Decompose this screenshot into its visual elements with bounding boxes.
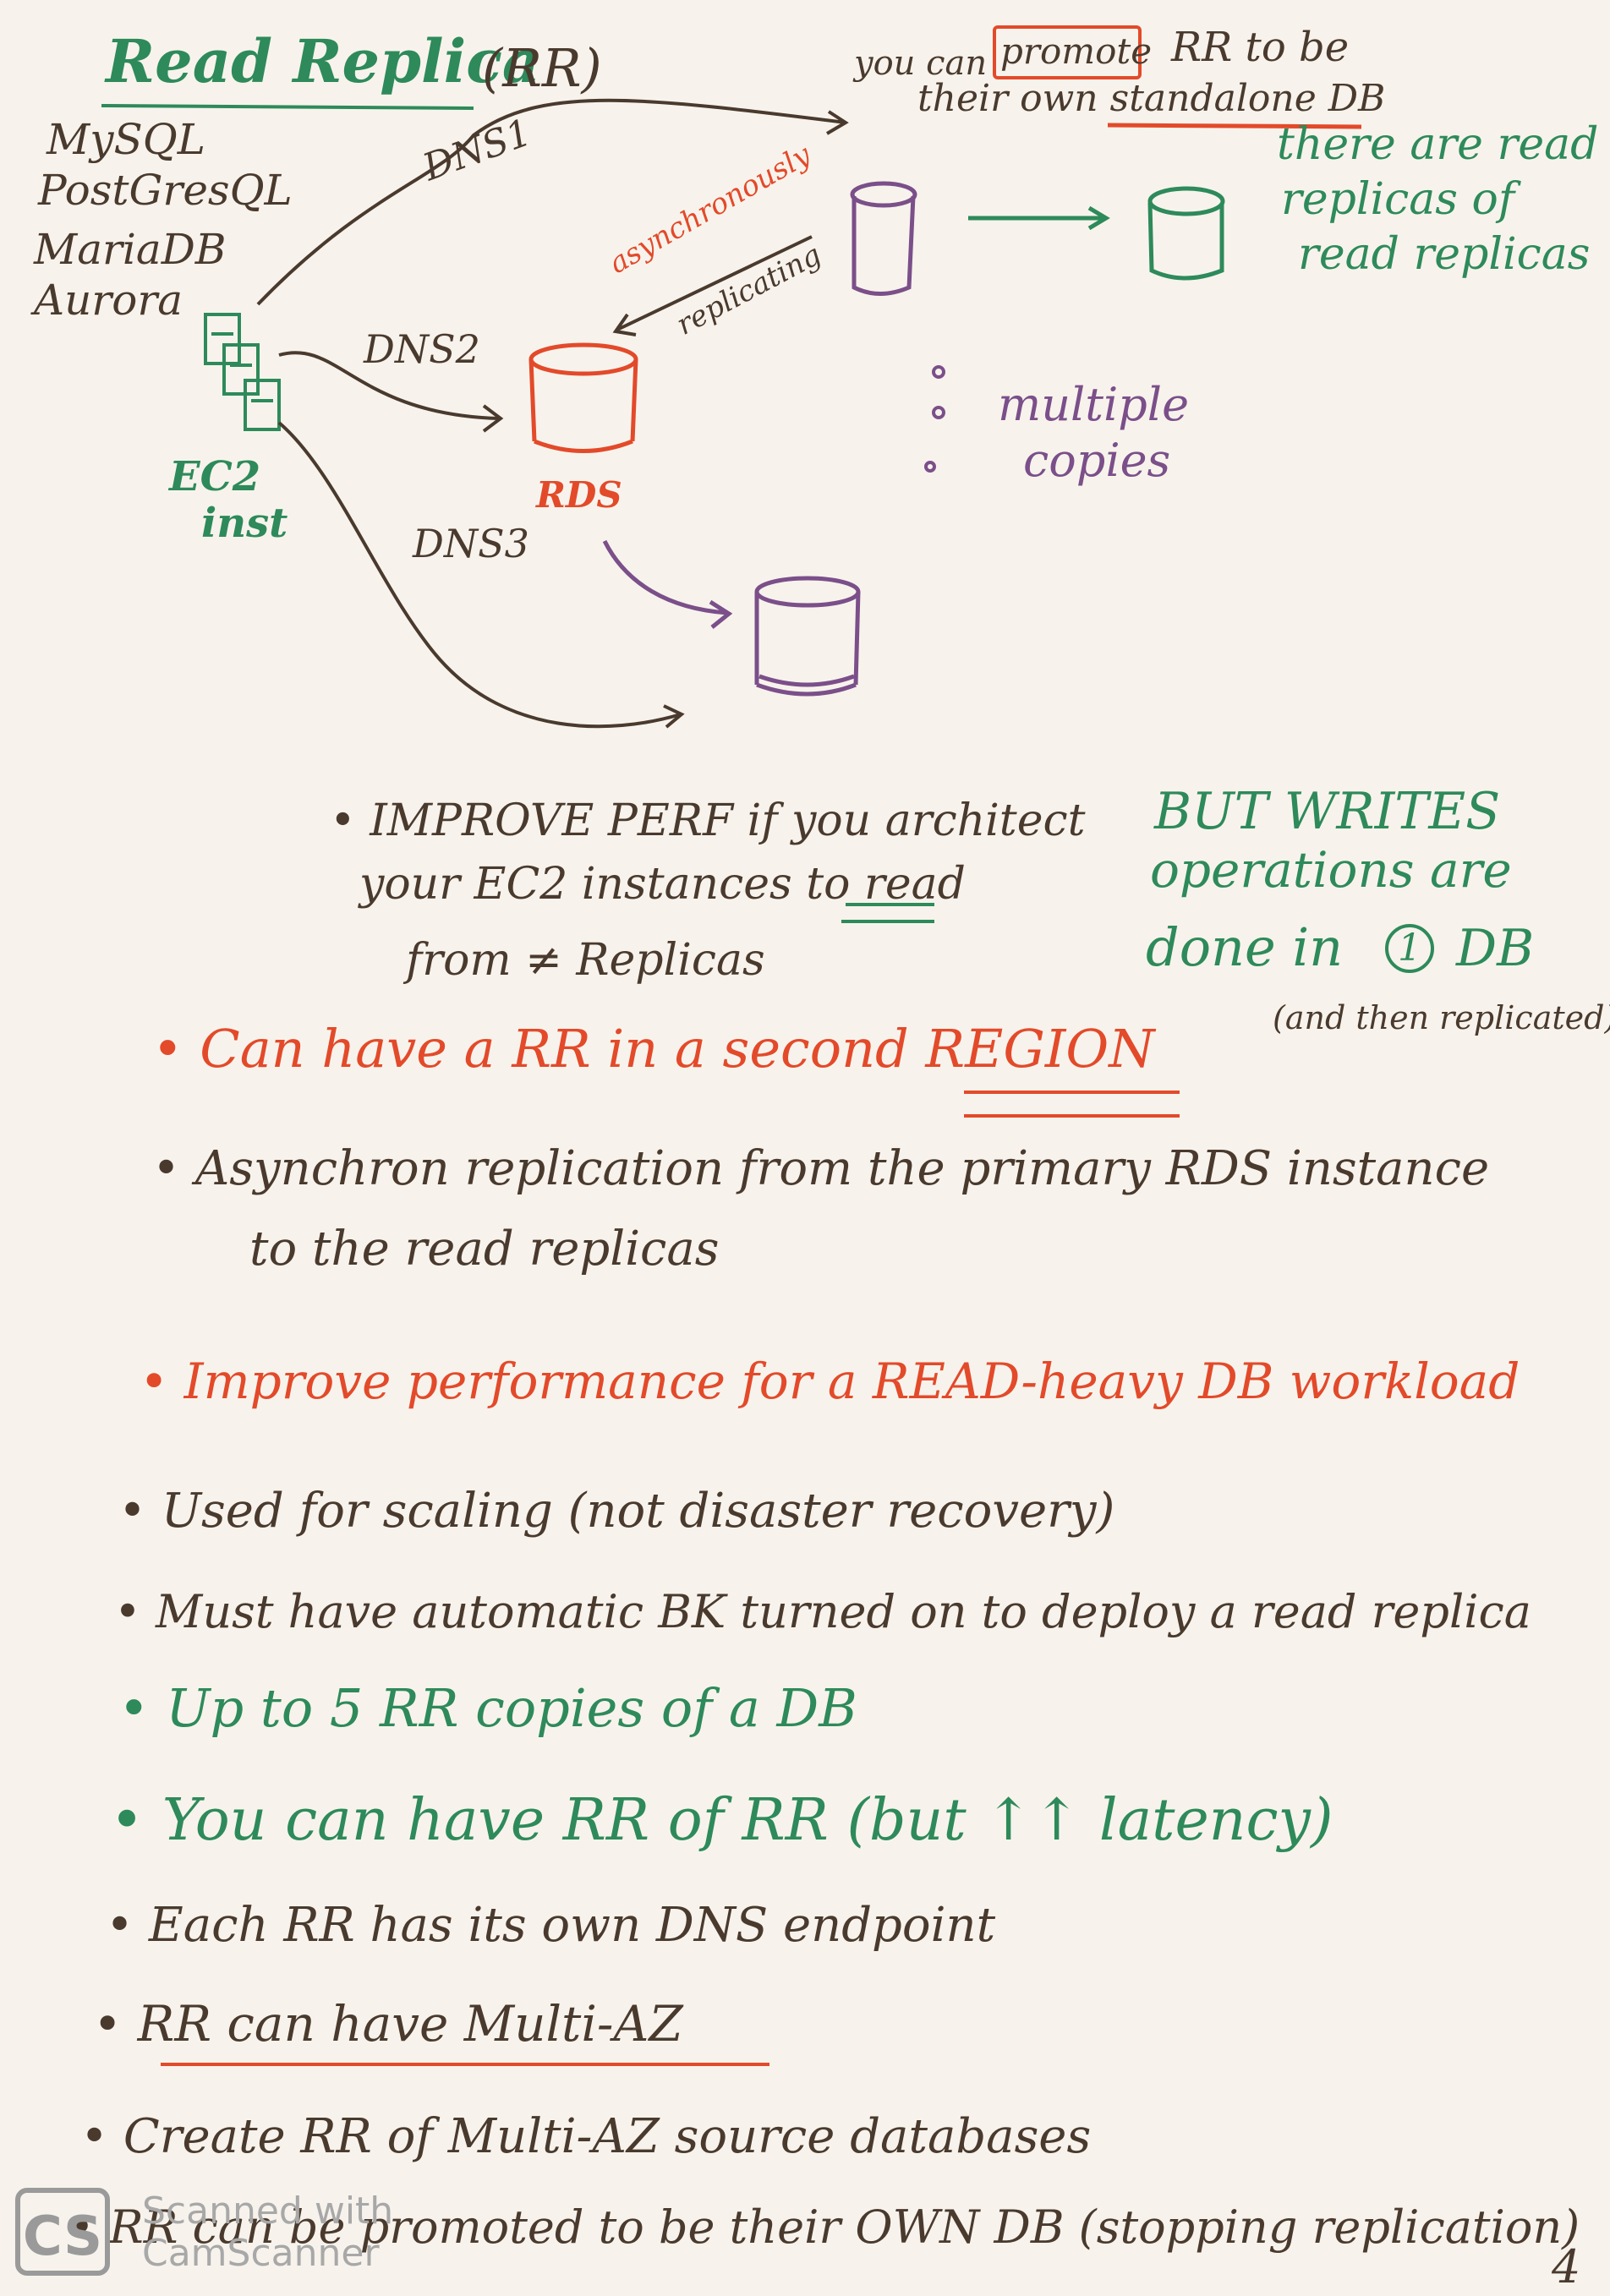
replica-cylinder-bottom bbox=[754, 576, 861, 697]
bullet-text: Must have automatic BK turned on to depl… bbox=[156, 1585, 1531, 1638]
bullet-item-cont: to the read replicas bbox=[249, 1222, 720, 1276]
bullet-item: • Each RR has its own DNS endpoint bbox=[106, 1898, 996, 1953]
bullet-text: You can have RR of RR (but ↑↑ latency) bbox=[162, 1787, 1333, 1854]
writes-note-db: DB bbox=[1456, 919, 1535, 978]
bullet-item: • Must have automatic BK turned on to de… bbox=[114, 1585, 1531, 1638]
rds-primary-cylinder bbox=[528, 342, 638, 453]
bullet-text: RR can have Multi-AZ bbox=[137, 1995, 683, 2053]
bullet-item: • Create RR of Multi-AZ source databases bbox=[80, 2109, 1092, 2164]
bullet-item: • Used for scaling (not disaster recover… bbox=[118, 1484, 1115, 1539]
bullet-text: Up to 5 RR copies of a DB bbox=[166, 1677, 857, 1739]
camscanner-watermark: CS Scanned with CamScanner bbox=[15, 2188, 404, 2281]
dns-label: DNS3 bbox=[413, 521, 529, 566]
page-title: Read Replica bbox=[106, 26, 541, 96]
promote-note: you can bbox=[854, 44, 988, 83]
bullet-item: • Up to 5 RR copies of a DB bbox=[118, 1677, 857, 1739]
bullet-text: Improve performance for a READ-heavy DB … bbox=[183, 1353, 1520, 1410]
bullet-text: RR can be promoted to be their OWN DB (s… bbox=[109, 2200, 1580, 2254]
promote-word: promote bbox=[1000, 30, 1153, 72]
replica-arrow bbox=[602, 539, 733, 629]
dns-label: DNS2 bbox=[364, 326, 480, 372]
rr-of-rr-note: there are read bbox=[1277, 119, 1599, 170]
replica-cylinder-top bbox=[850, 181, 917, 296]
dns-arrows bbox=[256, 98, 849, 729]
diagram-canvas bbox=[101, 25, 1434, 973]
promote-note-rr: RR to be bbox=[1171, 24, 1350, 71]
camscanner-logo: CS bbox=[15, 2188, 110, 2276]
promote-arrow bbox=[968, 205, 1110, 231]
bullet-text: Asynchron replication from the primary R… bbox=[194, 1141, 1490, 1196]
multi-az-underline bbox=[161, 2063, 769, 2066]
engine-item: Aurora bbox=[34, 276, 183, 325]
standalone-underline bbox=[1107, 123, 1362, 129]
improve-perf-line1: IMPROVE PERF if you architect bbox=[370, 795, 1086, 846]
bullet-text: Each RR has its own DNS endpoint bbox=[148, 1898, 996, 1953]
async-arrow bbox=[612, 235, 813, 336]
writes-note-replicated: (and then replicated) bbox=[1273, 999, 1610, 1036]
bullet-item: • Improve performance for a READ-heavy D… bbox=[140, 1353, 1520, 1410]
page-number: 4 bbox=[1552, 2240, 1581, 2293]
engine-item: MariaDB bbox=[34, 225, 227, 274]
ec2-label-line2: inst bbox=[201, 500, 288, 547]
writes-note-line2: operations are bbox=[1150, 841, 1512, 899]
writes-note: BUT WRITES bbox=[1154, 782, 1501, 841]
bullet-item: • RR can be promoted to be their OWN DB … bbox=[68, 2200, 1580, 2254]
multiple-copies-label: multiple bbox=[998, 378, 1190, 431]
region-underline-2 bbox=[964, 1114, 1180, 1118]
bullet-item: • You can have RR of RR (but ↑↑ latency) bbox=[110, 1787, 1333, 1854]
watermark-line1: Scanned with bbox=[142, 2189, 394, 2233]
watermark-line2: CamScanner bbox=[142, 2232, 380, 2275]
engine-item: MySQL bbox=[47, 115, 205, 164]
improve-perf-note-line2: your EC2 instances to read bbox=[359, 859, 966, 910]
writes-note-one: 1 bbox=[1398, 927, 1421, 970]
multiple-copies-label-line2: copies bbox=[1023, 434, 1171, 487]
region-underline bbox=[964, 1091, 1180, 1094]
rds-label: RDS bbox=[536, 474, 622, 516]
bullet-item: • Can have a RR in a second REGION bbox=[152, 1018, 1155, 1080]
ec2-label: EC2 bbox=[169, 453, 261, 500]
bullet-text: Create RR of Multi-AZ source databases bbox=[123, 2109, 1092, 2164]
title-underline bbox=[101, 104, 474, 110]
bullet-item: • RR can have Multi-AZ bbox=[93, 1995, 683, 2053]
promote-note-line2: their own standalone DB bbox=[917, 77, 1386, 120]
improve-perf-note: • IMPROVE PERF if you architect bbox=[330, 795, 1086, 846]
rr-of-rr-note-line3: read replicas bbox=[1298, 229, 1591, 280]
ellipsis-dots bbox=[924, 365, 945, 473]
writes-note-line3: done in bbox=[1146, 916, 1344, 978]
bullet-text: Can have a RR in a second REGION bbox=[200, 1018, 1155, 1080]
circled-one bbox=[1385, 924, 1434, 973]
rr-of-rr-note-line2: replicas of bbox=[1281, 174, 1515, 225]
ec2-instance-icons bbox=[204, 313, 281, 431]
standalone-db-cylinder bbox=[1147, 186, 1225, 281]
title-abbr: (RR) bbox=[482, 37, 602, 99]
promote-box bbox=[993, 25, 1142, 79]
bullet-text: Used for scaling (not disaster recovery) bbox=[161, 1484, 1115, 1539]
engine-item: PostGresQL bbox=[38, 166, 293, 215]
improve-perf-note-line3: from ≠ Replicas bbox=[406, 935, 765, 986]
bullet-item: • Asynchron replication from the primary… bbox=[152, 1141, 1490, 1196]
